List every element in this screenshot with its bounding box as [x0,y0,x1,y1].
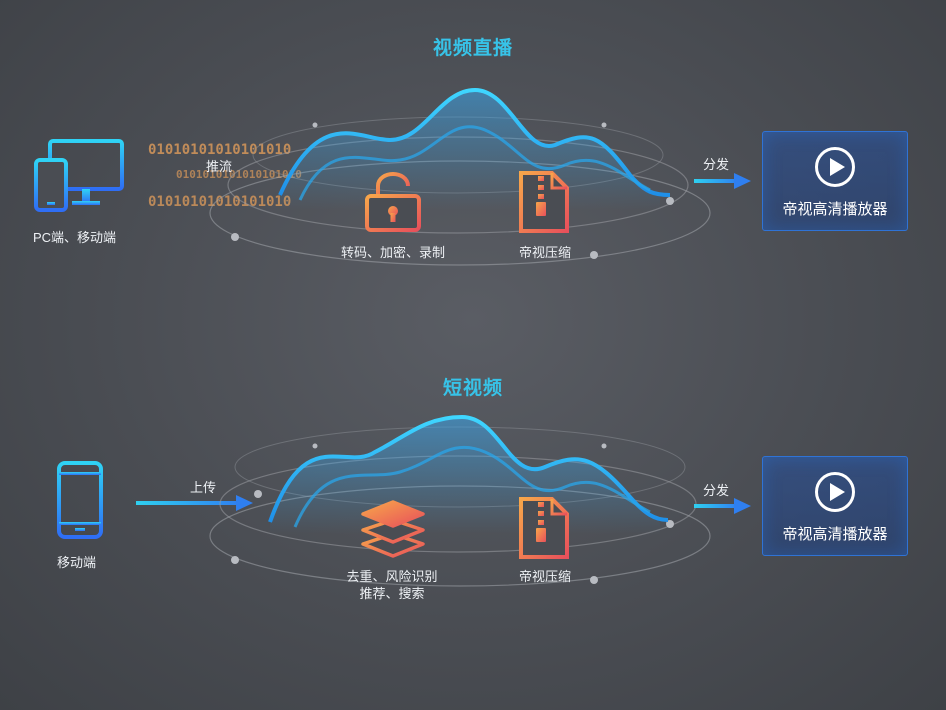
phone-icon [57,461,103,539]
binary-row-2: 0101010101010101010 [176,168,302,181]
short-distribute-label: 分发 [703,483,730,498]
arrow-right-icon [694,498,751,514]
short-source-label: 移动端 [57,555,97,570]
arrow-right-icon [136,495,253,511]
play-icon[interactable] [814,471,856,513]
short-video-section-title: 短视频 [442,378,503,399]
live-player-box[interactable]: 帝视高清播放器 [762,131,908,231]
live-player-label: 帝视高清播放器 [782,201,888,218]
upload-label: 上传 [190,480,217,495]
live-compress-label: 帝视压缩 [518,245,572,260]
zip-file-icon [519,171,569,233]
monitor-phone-icon [34,139,124,212]
arrow-right-icon [694,173,751,189]
live-source-label: PC端、移动端 [33,230,117,245]
live-section-title: 视频直播 [432,38,513,59]
layers-label-line1: 去重、风险识别 [346,569,438,584]
zip-file-icon [519,497,569,559]
layers-label-line2: 推荐、搜索 [359,586,425,601]
short-video-wave-graphic [209,414,711,587]
short-player-box[interactable]: 帝视高清播放器 [762,456,908,556]
lock-icon [365,171,421,232]
short-compress-label: 帝视压缩 [518,569,572,584]
short-player-label: 帝视高清播放器 [782,526,888,543]
play-icon[interactable] [814,146,856,188]
live-distribute-label: 分发 [703,157,730,172]
binary-row-1: 01010101010101010 [148,142,292,158]
lock-label: 转码、加密、录制 [340,245,446,260]
binary-row-3: 01010101010101010 [148,194,292,210]
layers-icon [361,500,425,558]
push-label: 推流 [206,159,233,174]
live-wave-graphic [209,87,711,266]
